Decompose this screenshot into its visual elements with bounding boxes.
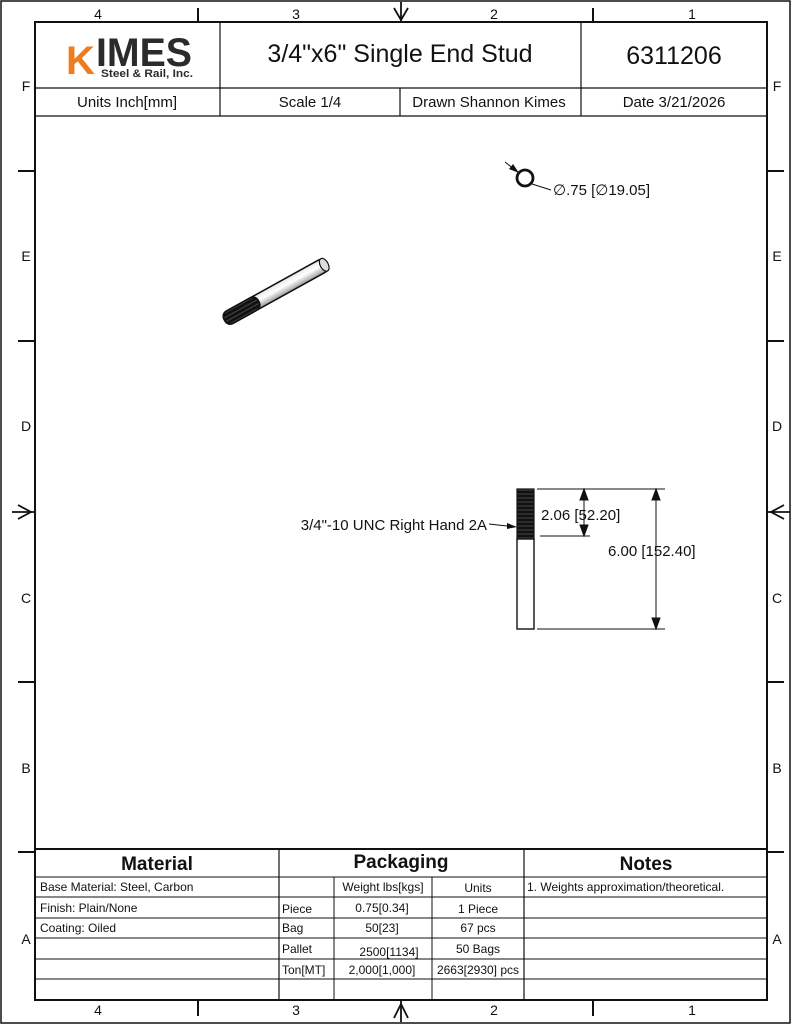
- packaging-weight: 2500[1134]: [359, 945, 418, 959]
- info-table-grid: [35, 848, 767, 1000]
- scale-field: Scale 1/4: [279, 94, 342, 111]
- packaging-column-header: Units: [464, 881, 491, 895]
- side-view-stud: [516, 488, 535, 630]
- end-view: [504, 161, 552, 191]
- packaging-heading: Packaging: [353, 852, 448, 873]
- dimension-lines: [537, 487, 665, 631]
- row-label-left: A: [21, 931, 31, 947]
- material-heading: Material: [121, 854, 193, 875]
- packaging-row-label: Bag: [282, 921, 303, 935]
- diameter-dimension: ∅.75 [∅19.05]: [553, 182, 650, 199]
- isometric-stud: [222, 257, 330, 325]
- row-label-left: B: [21, 760, 30, 776]
- packaging-units: 1 Piece: [458, 902, 498, 916]
- total-length-dimension: 6.00 [152.40]: [608, 543, 696, 560]
- packaging-units: 2663[2930] pcs: [437, 963, 519, 977]
- packaging-weight: 2,000[1,000]: [349, 963, 416, 977]
- row-label-left: F: [22, 78, 31, 94]
- drawn-by-field: Drawn Shannon Kimes: [412, 94, 565, 111]
- kimes-logo: K IMES Steel & Rail, Inc.: [66, 31, 193, 83]
- part-number: 6311206: [626, 42, 721, 70]
- logo-k: K: [66, 39, 95, 83]
- center-marks: [12, 2, 790, 1022]
- row-label-right: F: [773, 78, 782, 94]
- material-row: Base Material: Steel, Carbon: [40, 880, 193, 894]
- packaging-units: 50 Bags: [456, 942, 500, 956]
- title-block-grid: [35, 22, 767, 117]
- col-label-bottom: 3: [292, 1002, 300, 1018]
- col-label-bottom: 4: [94, 1002, 102, 1018]
- row-label-right: C: [772, 590, 782, 606]
- row-label-right: A: [772, 931, 782, 947]
- row-label-right: E: [772, 248, 781, 264]
- thread-callout: 3/4"-10 UNC Right Hand 2A: [301, 517, 487, 534]
- thread-length-dimension: 2.06 [52.20]: [541, 507, 620, 524]
- column-ticks: [18, 8, 784, 1016]
- packaging-row-label: Pallet: [282, 942, 313, 956]
- col-label-top: 4: [94, 6, 102, 22]
- material-row: Finish: Plain/None: [40, 901, 138, 915]
- packaging-row-label: Ton[MT]: [282, 963, 325, 977]
- notes-row: 1. Weights approximation/theoretical.: [527, 880, 724, 894]
- row-label-right: B: [772, 760, 781, 776]
- packaging-weight: 50[23]: [365, 921, 398, 935]
- zone-labels: 4 3 2 1 4 3 2 1 F E D C B A F E D C B A: [21, 6, 782, 1018]
- units-field: Units Inch[mm]: [77, 94, 177, 111]
- material-row: Coating: Oiled: [40, 921, 116, 935]
- notes-heading: Notes: [620, 854, 673, 875]
- date-field: Date 3/21/2026: [623, 94, 726, 111]
- packaging-row-label: Piece: [282, 902, 312, 916]
- row-label-left: C: [21, 590, 31, 606]
- row-label-left: D: [21, 418, 31, 434]
- drawing-title: 3/4"x6" Single End Stud: [267, 40, 532, 68]
- thread-leader: [488, 523, 517, 529]
- logo-wordmark: IMES: [96, 31, 192, 75]
- logo-subtitle: Steel & Rail, Inc.: [101, 68, 193, 80]
- row-label-left: E: [21, 248, 30, 264]
- col-label-top: 2: [490, 6, 498, 22]
- col-label-top: 3: [292, 6, 300, 22]
- packaging-weight: 0.75[0.34]: [355, 901, 408, 915]
- packaging-units: 67 pcs: [460, 921, 495, 935]
- col-label-bottom: 2: [490, 1002, 498, 1018]
- packaging-column-header: Weight lbs[kgs]: [342, 880, 423, 894]
- col-label-top: 1: [688, 6, 696, 22]
- col-label-bottom: 1: [688, 1002, 696, 1018]
- row-label-right: D: [772, 418, 782, 434]
